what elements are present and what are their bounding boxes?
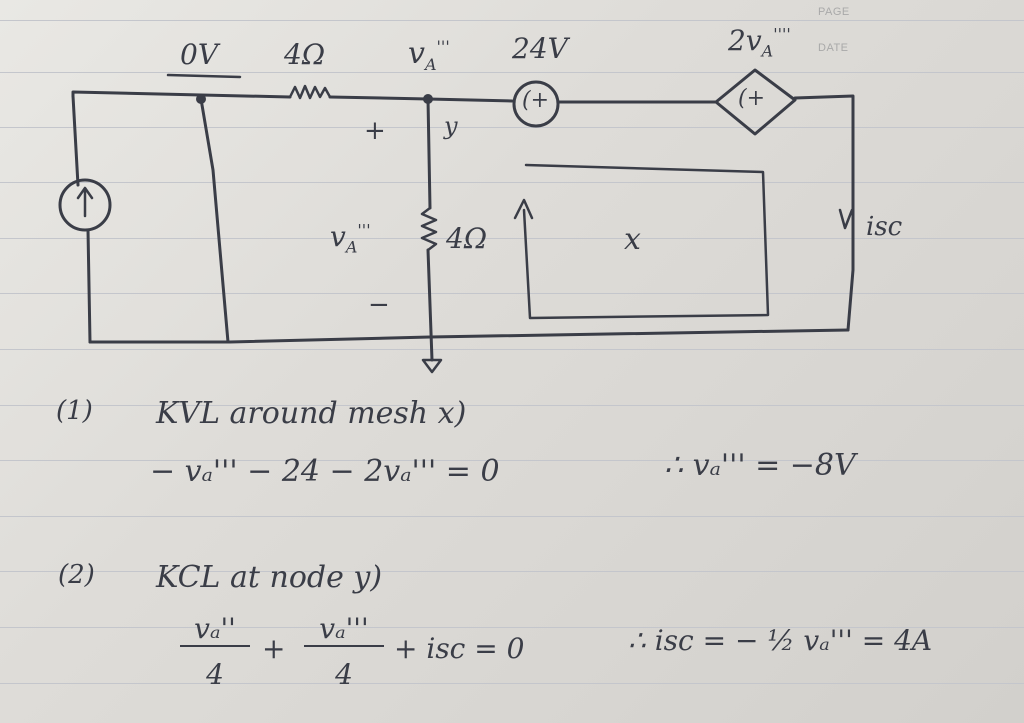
- middle-resistor: [420, 206, 438, 252]
- label-dep-sign: (+: [738, 86, 766, 111]
- label-node-va: vA''': [408, 36, 450, 74]
- label-isc: isc: [866, 212, 903, 242]
- plus-sign: +: [262, 632, 286, 665]
- date-header-label: DATE: [818, 42, 849, 54]
- left-wire-top: [71, 94, 80, 187]
- fraction1-denominator: 4: [206, 658, 224, 691]
- bottom-wire: [88, 328, 850, 344]
- ruled-line: [0, 20, 1024, 21]
- dependent-source: [714, 68, 797, 136]
- step1-equation: − vₐ''' − 24 − 2vₐ''' = 0: [150, 454, 500, 489]
- current-source-arrow: [76, 186, 94, 218]
- voltage-source-24v: [512, 80, 560, 128]
- ruled-line: [0, 460, 1024, 461]
- ruled-line: [0, 516, 1024, 517]
- label-top-resistor: 4Ω: [284, 38, 326, 71]
- ruled-line: [0, 571, 1024, 572]
- mesh-loop-arrow: [513, 163, 770, 320]
- middle-wire-top: [426, 97, 432, 210]
- ruled-line: [0, 627, 1024, 628]
- label-middle-resistor: 4Ω: [446, 222, 488, 255]
- label-node-y: y: [444, 112, 458, 140]
- step1-number: (1): [56, 396, 93, 426]
- fraction2-numerator: vₐ''': [304, 612, 384, 647]
- label-va: vA''': [330, 220, 371, 257]
- top-resistor: [288, 84, 332, 100]
- ground-symbol: [421, 358, 443, 374]
- label-minus: −: [368, 290, 390, 320]
- isc-arrow: [838, 208, 854, 230]
- ruled-line: [0, 182, 1024, 183]
- ruled-line: [0, 683, 1024, 684]
- fraction1-numerator: vₐ'': [180, 612, 250, 647]
- zero-volt-underline: [166, 73, 242, 79]
- page-header-label: PAGE: [818, 6, 850, 18]
- label-mesh-x: x: [624, 222, 641, 257]
- fraction2-denominator: 4: [335, 658, 353, 691]
- ruled-line: [0, 349, 1024, 350]
- top-wire-mid: [328, 95, 430, 101]
- ruled-line: [0, 293, 1024, 294]
- zero-volt-branch: [199, 97, 230, 344]
- label-24v: 24V: [512, 32, 568, 65]
- middle-wire-bottom: [426, 248, 434, 362]
- top-wire-left: [71, 90, 292, 99]
- left-wire-bottom: [86, 228, 92, 344]
- step2-result: ∴ isc = − ½ vₐ''' = 4A: [628, 624, 933, 657]
- label-plus: +: [364, 116, 386, 146]
- label-0v: 0V: [180, 38, 219, 71]
- label-source-sign: (+: [522, 88, 550, 113]
- ruled-line: [0, 127, 1024, 128]
- step2-number: (2): [58, 560, 95, 590]
- label-dependent-source: 2vA'''': [728, 24, 791, 61]
- step1-result: ∴ vₐ''' = −8V: [664, 448, 856, 483]
- step2-title: KCL at node y): [156, 560, 383, 595]
- node-0v-dot: [196, 94, 206, 104]
- step1-title: KVL around mesh x): [156, 396, 467, 431]
- right-wire: [793, 94, 855, 332]
- ruled-line: [0, 72, 1024, 73]
- step2-equation-rest: + isc = 0: [394, 632, 525, 665]
- wire-to-source: [426, 97, 514, 103]
- ruled-line: [0, 405, 1024, 406]
- current-source: [58, 178, 112, 232]
- ruled-line: [0, 238, 1024, 239]
